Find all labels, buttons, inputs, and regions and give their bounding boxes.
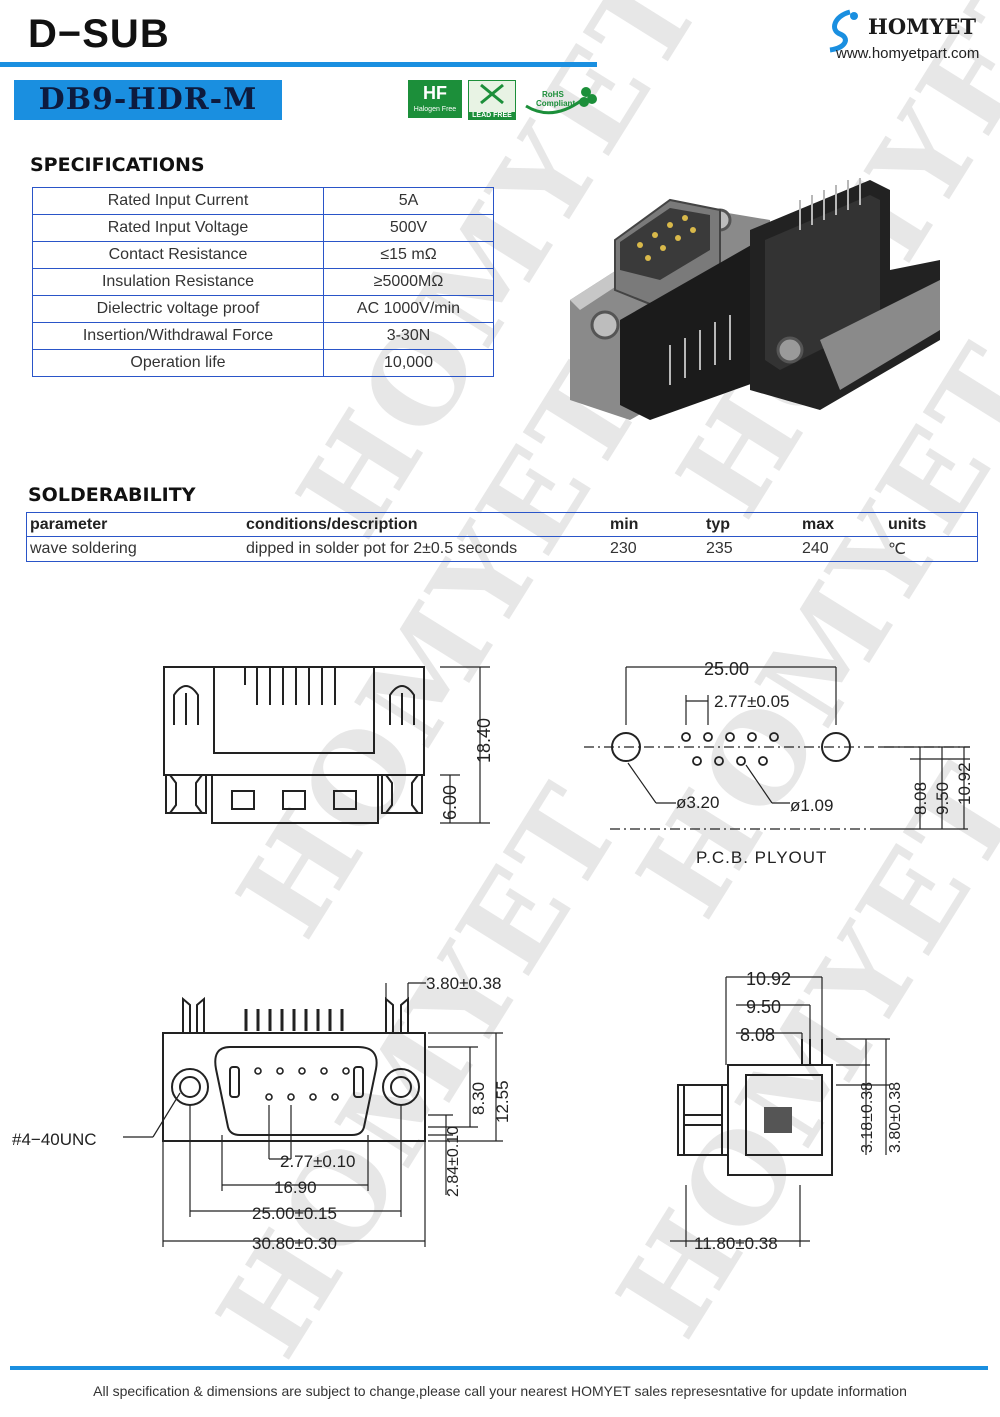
pcb-layout-drawing: 25.00 2.77±0.05 ø3.20 ø1.09 8.08 9.50 10… — [584, 659, 974, 867]
rohs-badge: RoHS Compliant — [522, 82, 598, 118]
dim-side-v1: 3.18±0.38 — [859, 1082, 876, 1153]
dim-front-lower: 6.00 — [440, 785, 460, 820]
hf-icon: HF — [423, 83, 447, 103]
table-row: parameter conditions/description min typ… — [26, 512, 978, 537]
dim-top-shell: 16.90 — [274, 1178, 317, 1197]
brand-website: www.homyetpart.com — [836, 45, 980, 62]
thread-label: #4−40UNC — [12, 1130, 97, 1149]
model-number: DB9-HDR-M — [38, 82, 258, 117]
model-banner — [14, 80, 282, 120]
dim-top-pitch: 2.77±0.10 — [280, 1152, 356, 1171]
dim-pcb-pitch: 2.77±0.05 — [714, 692, 790, 711]
footer-note: All specification & dimensions are subje… — [93, 1383, 907, 1399]
mount-hole-icon — [590, 310, 620, 340]
dim-pcb-d1: 8.08 — [911, 782, 930, 815]
halogen-free-badge: HF Halogen Free — [408, 80, 462, 118]
brand-logo-icon — [829, 9, 858, 53]
lead-free-badge: LEAD FREE — [468, 80, 516, 120]
header-rule — [0, 62, 597, 67]
specifications-heading: SPECIFICATIONS — [30, 154, 205, 176]
top-view-drawing: 3.80±0.38 8.30 12.55 2.84±0.10 #4−40UNC … — [12, 974, 512, 1253]
dim-pcb-d2: 9.50 — [933, 782, 952, 815]
product-photo — [570, 178, 940, 420]
dim-side-d2: 9.50 — [746, 997, 781, 1017]
compliant-label: Compliant — [536, 99, 576, 108]
dim-front-height: 18.40 — [474, 718, 494, 763]
rohs-label: RoHS — [542, 90, 564, 99]
dim-top-h1: 8.30 — [469, 1082, 488, 1115]
dim-top-offset: 2.84±0.10 — [445, 1126, 462, 1197]
brand-name: HOMYET — [868, 14, 977, 39]
dim-side-depth: 11.80±0.38 — [694, 1234, 778, 1253]
dim-top-overall: 30.80±0.30 — [252, 1234, 337, 1253]
pb-crossed-icon — [480, 83, 504, 105]
page-title: D−SUB — [28, 12, 170, 56]
dim-side-d3: 10.92 — [746, 969, 791, 989]
dim-top-pin-offset: 3.80±0.38 — [426, 974, 502, 993]
pcb-layout-caption: P.C.B. PLYOUT — [696, 848, 827, 867]
dim-top-h2: 12.55 — [493, 1080, 512, 1123]
dim-hole-large: ø3.20 — [676, 793, 719, 812]
dim-side-d1: 8.08 — [740, 1025, 775, 1045]
mount-hole-icon — [776, 336, 804, 364]
side-view-drawing: 10.92 9.50 8.08 3.18±0.38 3.80±0.38 11.8… — [670, 969, 904, 1253]
dim-side-v2: 3.80±0.38 — [887, 1082, 904, 1153]
lead-free-label: LEAD FREE — [469, 112, 515, 119]
dim-top-mount: 25.00±0.15 — [252, 1204, 337, 1223]
solderability-heading: SOLDERABILITY — [28, 484, 196, 506]
table-row: wave soldering dipped in solder pot for … — [30, 540, 906, 558]
table-row: Insulation Resistance≥5000MΩ — [32, 268, 494, 296]
dim-pcb-d3: 10.92 — [955, 762, 974, 805]
halogen-free-label: Halogen Free — [413, 106, 457, 113]
dim-pcb-width: 25.00 — [704, 659, 749, 679]
footer-rule — [10, 1366, 988, 1370]
table-row: Contact Resistance≤15 mΩ — [32, 241, 494, 269]
dim-hole-small: ø1.09 — [790, 796, 833, 815]
solderability-table: parameter conditions/description min typ… — [26, 512, 978, 562]
front-view-drawing: 18.40 6.00 — [163, 666, 494, 824]
clover-icon — [525, 87, 597, 115]
screw-lock-icon — [764, 1107, 792, 1133]
